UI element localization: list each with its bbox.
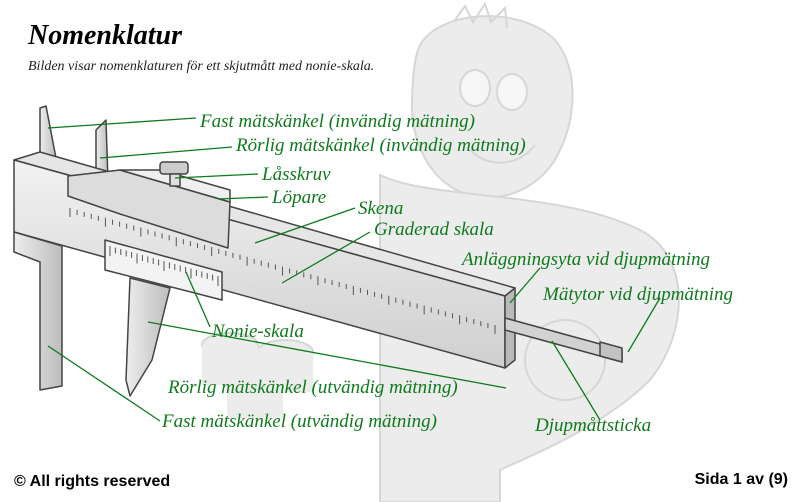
label-fast-inside-jaw: Fast mätskänkel (invändig mätning)	[200, 111, 475, 132]
label-vernier-scale: Nonie-skala	[212, 321, 304, 342]
page-subtitle: Bilden visar nomenklaturen för ett skjut…	[28, 59, 375, 74]
label-moving-outside-jaw: Rörlig mätskänkel (utvändig mätning)	[168, 377, 458, 398]
label-fixed-outside-jaw: Fast mätskänkel (utvändig mätning)	[162, 411, 437, 432]
label-moving-inside-jaw: Rörlig mätskänkel (invändig mätning)	[236, 135, 526, 156]
label-depth-rod: Djupmåttsticka	[535, 415, 652, 436]
page-indicator: Sida 1 av (9)	[694, 471, 788, 488]
graduated-scale-ticks	[69, 208, 496, 334]
background-figure	[201, 1, 680, 502]
label-depth-contact-surface: Anläggningsyta vid djupmätning	[462, 249, 711, 270]
label-beam: Skena	[358, 198, 404, 219]
label-graduated-scale: Graderad skala	[374, 219, 494, 240]
label-depth-measuring-faces: Mätytor vid djupmätning	[543, 284, 733, 305]
page-title: Nomenklatur	[28, 20, 183, 51]
caliper	[13, 105, 623, 397]
label-lock-screw: Låsskruv	[262, 164, 331, 185]
copyright-notice: © All rights reserved	[14, 473, 171, 490]
label-runner: Löpare	[272, 187, 327, 208]
leader-lines	[47, 117, 661, 422]
